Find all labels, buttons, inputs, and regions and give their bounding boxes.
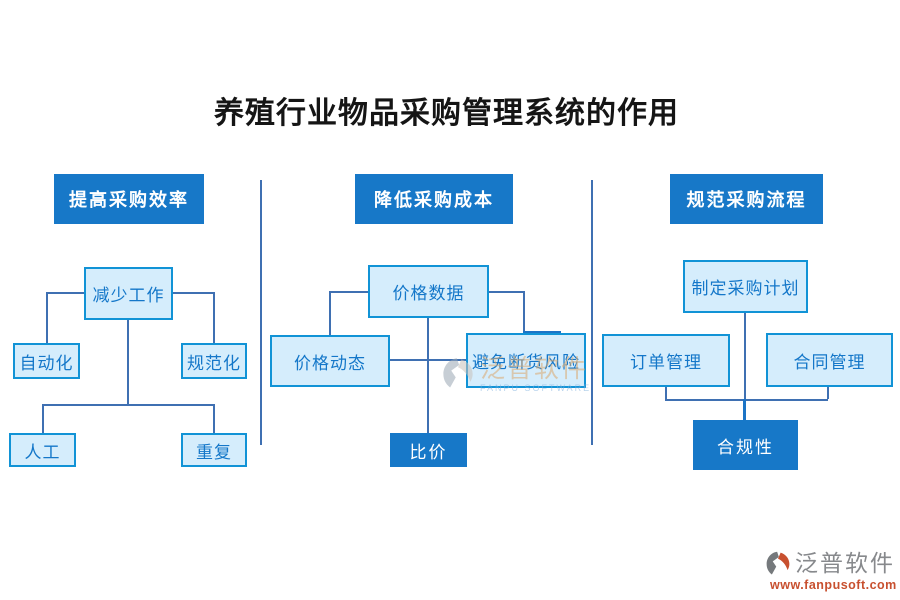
connector-line xyxy=(523,331,561,334)
connector-line xyxy=(42,404,215,406)
connector-line xyxy=(523,291,525,333)
node-manual-labor: 人工 xyxy=(9,433,76,467)
connector-line xyxy=(46,292,86,294)
connector-line xyxy=(665,399,828,401)
connector-line xyxy=(487,291,525,293)
section-divider xyxy=(260,180,262,445)
node-avoid-stockout-risk: 避免断货风险 xyxy=(466,333,586,388)
footer-logo-brand: 泛普软件 xyxy=(795,550,895,576)
section-divider xyxy=(591,180,593,445)
node-reduce-work: 减少工作 xyxy=(84,267,173,320)
header-reduce-cost: 降低采购成本 xyxy=(355,174,513,224)
connector-line xyxy=(213,404,215,433)
connector-line xyxy=(42,404,44,433)
connector-line xyxy=(213,292,215,343)
node-price-data: 价格数据 xyxy=(368,265,489,318)
connector-line xyxy=(46,292,48,343)
footer-logo-url: www.fanpusoft.com xyxy=(770,578,897,592)
connector-line xyxy=(744,311,746,420)
connector-line xyxy=(388,359,467,361)
node-contract-management: 合同管理 xyxy=(766,333,893,387)
page-title: 养殖行业物品采购管理系统的作用 xyxy=(214,97,679,130)
node-automation: 自动化 xyxy=(13,343,80,379)
node-price-trend: 价格动态 xyxy=(270,335,390,387)
connector-line xyxy=(329,291,331,335)
node-compliance: 合规性 xyxy=(693,420,798,470)
connector-line xyxy=(665,386,667,399)
connector-line xyxy=(743,399,746,420)
connector-line xyxy=(427,316,429,433)
header-standardize-process: 规范采购流程 xyxy=(670,174,823,224)
fanpu-logo-icon xyxy=(766,551,790,575)
connector-line xyxy=(127,318,129,406)
header-improve-efficiency: 提高采购效率 xyxy=(54,174,204,224)
node-repetition: 重复 xyxy=(181,433,247,467)
node-make-purchase-plan: 制定采购计划 xyxy=(683,260,808,313)
connector-line xyxy=(171,292,215,294)
node-standardization: 规范化 xyxy=(181,343,247,379)
connector-line xyxy=(827,385,829,399)
node-order-management: 订单管理 xyxy=(602,334,730,387)
footer-logo: 泛普软件 www.fanpusoft.com xyxy=(764,550,897,592)
connector-line xyxy=(329,291,368,293)
node-price-compare: 比价 xyxy=(390,433,467,467)
